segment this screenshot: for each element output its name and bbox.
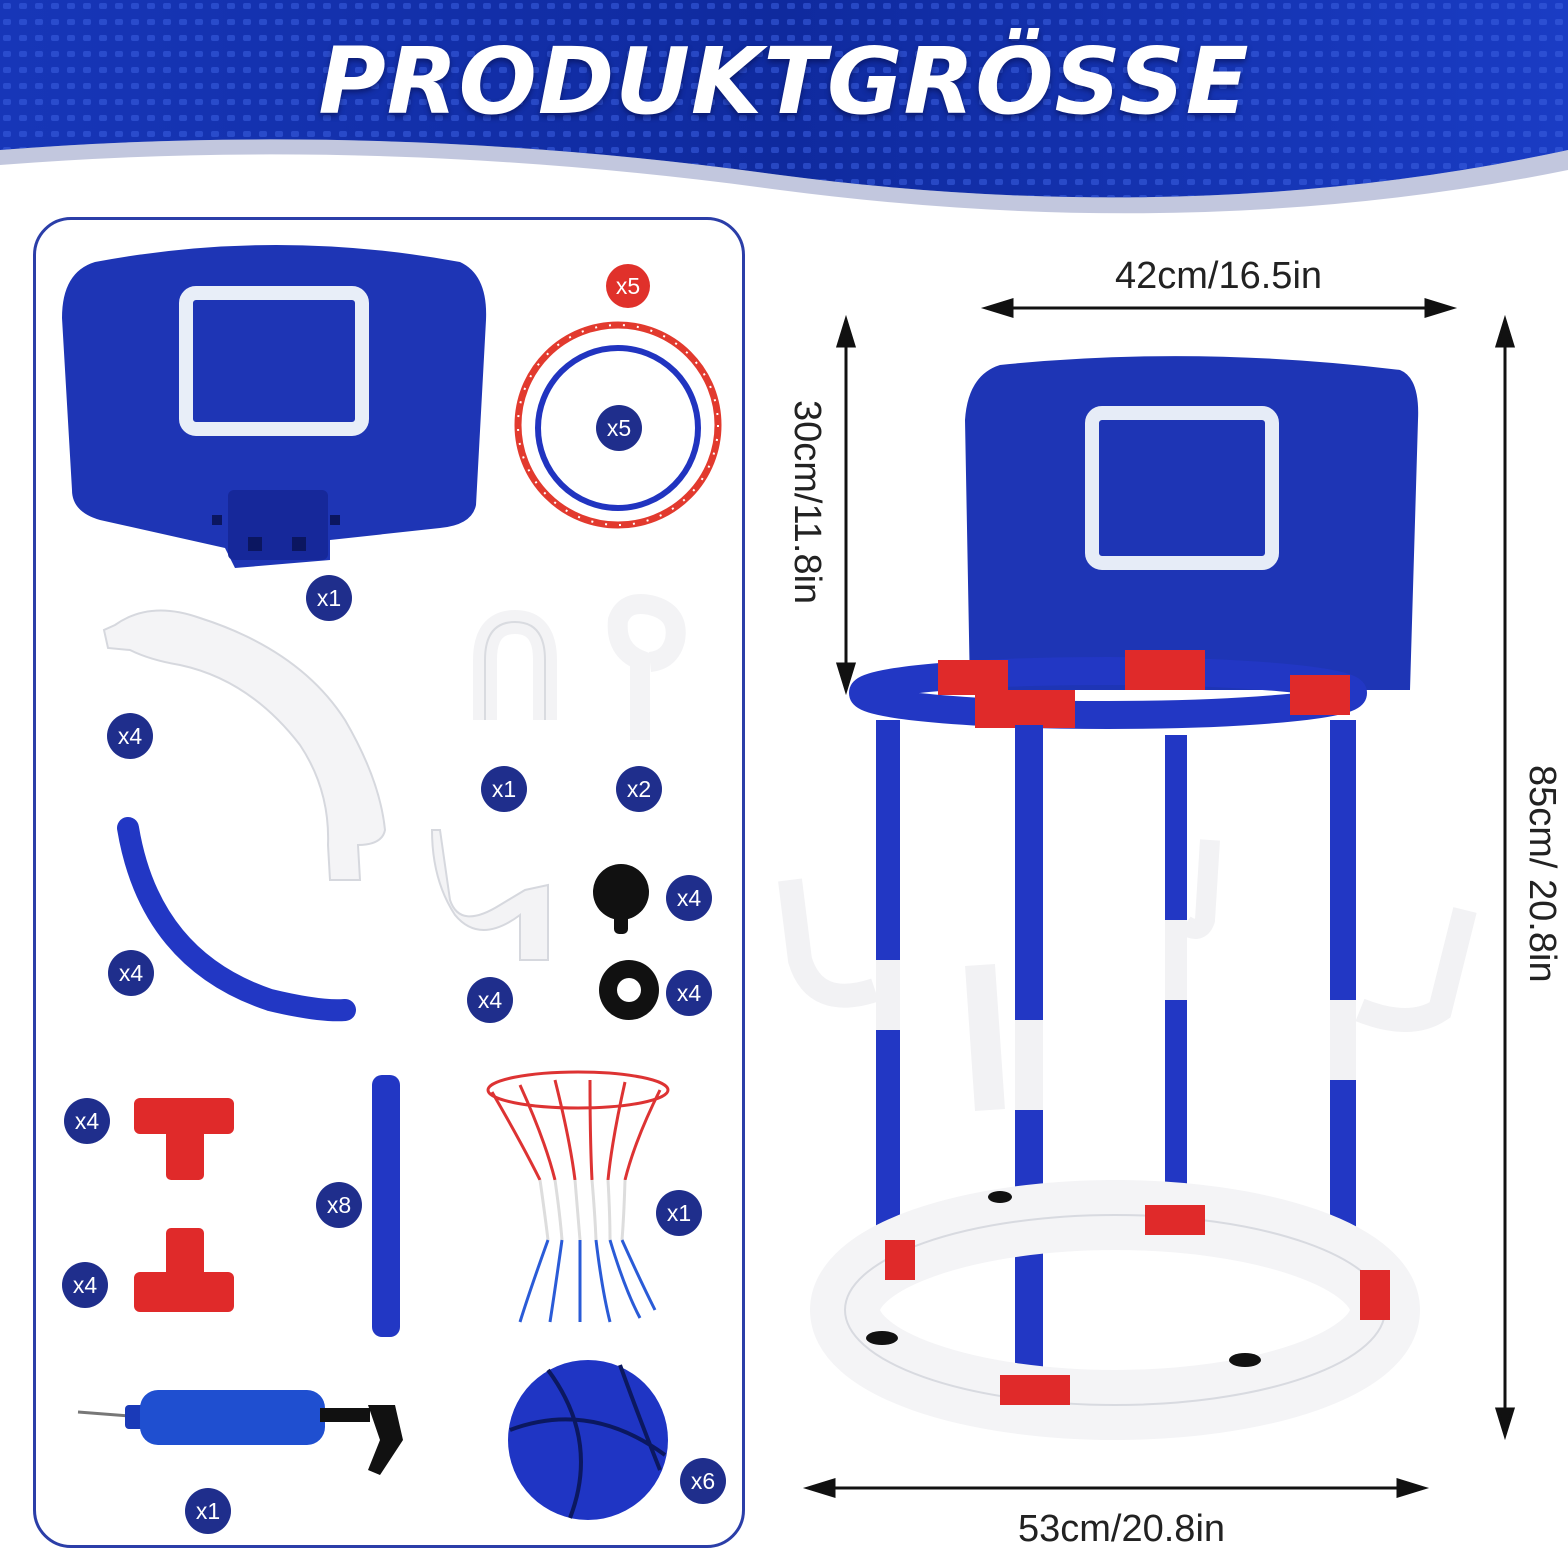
dimension-backboard-height: 30cm/11.8in <box>786 400 828 605</box>
dimension-width-top: 42cm/16.5in <box>1115 255 1323 297</box>
dimension-base-width: 53cm/20.8in <box>1018 1508 1226 1550</box>
qty-badge-t-connector-a: x4 <box>64 1098 110 1144</box>
dimension-arrows <box>802 297 1516 1499</box>
qty-badge-curved-tube: x4 <box>108 950 154 996</box>
qty-badge-blue-ring: x5 <box>596 405 642 451</box>
qty-badge-pump: x1 <box>185 1488 231 1534</box>
j-hook-part <box>607 594 686 740</box>
page-title: PRODUKTGRÖSSE <box>318 28 1250 135</box>
rubber-plug-part <box>593 864 649 920</box>
curved-base-part <box>102 609 387 881</box>
t-connector-a-part <box>134 1098 234 1180</box>
pump-part <box>77 1390 403 1475</box>
straight-tube-part <box>372 1075 400 1337</box>
header-banner: PRODUKTGRÖSSE <box>0 0 1568 215</box>
t-connector-b-part <box>134 1228 234 1312</box>
dimension-total-height: 85cm/ 20.8in <box>1521 765 1563 983</box>
qty-badge-u-hook: x1 <box>481 766 527 812</box>
curved-tube-part <box>117 817 356 1022</box>
ball-part <box>508 1360 668 1520</box>
qty-badge-curved-base: x4 <box>107 713 153 759</box>
backboard-part <box>62 245 487 568</box>
qty-badge-j-hook: x2 <box>616 766 662 812</box>
qty-badge-rubber-plug: x4 <box>666 875 712 921</box>
u-hook-part <box>473 609 557 720</box>
qty-badge-net: x1 <box>656 1190 702 1236</box>
banner-background <box>0 0 1568 214</box>
qty-badge-red-ring: x5 <box>606 264 650 308</box>
qty-badge-straight-tube: x8 <box>316 1182 362 1228</box>
blue-ring <box>535 345 701 511</box>
assembled-product <box>778 356 1477 1440</box>
net-part <box>486 1070 670 1323</box>
qty-badge-rubber-ring: x4 <box>666 970 712 1016</box>
side-hook-part <box>430 829 549 961</box>
qty-badge-side-hook: x4 <box>467 977 513 1023</box>
qty-badge-backboard: x1 <box>306 575 352 621</box>
qty-badge-t-connector-b: x4 <box>62 1262 108 1308</box>
qty-badge-ball: x6 <box>680 1458 726 1504</box>
